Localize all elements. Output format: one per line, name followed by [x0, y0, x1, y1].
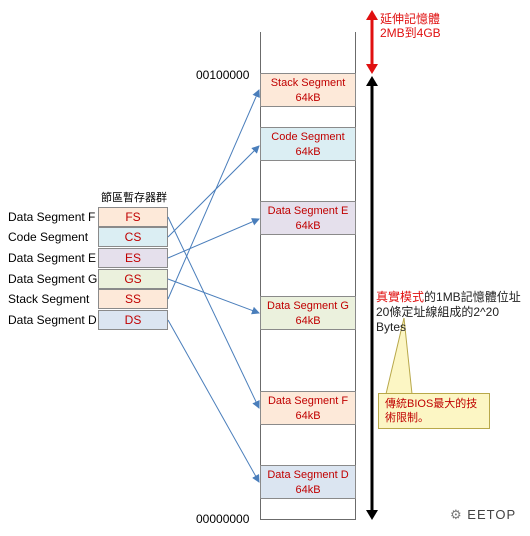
watermark: ⚙ EETOP	[450, 507, 516, 523]
arrow-es-to-data-e	[167, 218, 260, 259]
register-label-es: Data Segment E	[8, 251, 97, 265]
callout-line1: 傳統BIOS最大的技	[385, 398, 478, 410]
register-ss: SS	[98, 289, 168, 309]
memory-segment-data-d: Data Segment D 64kB	[260, 465, 356, 499]
register-label-ds: Data Segment D	[8, 313, 97, 327]
extended-memory-line2: 2MB到4GB	[380, 26, 441, 40]
register-label-fs: Data Segment F	[8, 210, 96, 224]
segment-name: Code Segment	[271, 131, 345, 143]
arrow-ds-to-data-d	[167, 319, 260, 483]
real-mode-range-arrow	[366, 76, 378, 520]
extended-memory-arrow	[366, 10, 378, 74]
segment-name: Data Segment F	[267, 395, 349, 407]
segment-name: Data Segment D	[267, 469, 349, 481]
bios-limitation-callout: 傳統BIOS最大的技 術限制。	[378, 393, 490, 429]
segment-name: Data Segment E	[267, 205, 349, 217]
segment-size: 64kB	[295, 146, 321, 158]
callout-line2: 術限制。	[385, 412, 429, 424]
arrow-cs-to-code	[167, 145, 260, 238]
extended-memory-line1: 延伸記憶體	[380, 12, 441, 26]
register-ds: DS	[98, 310, 168, 330]
watermark-text: EETOP	[467, 507, 517, 522]
real-mode-line1-rest: 的1MB記憶體位址	[424, 290, 521, 304]
register-group-title: 節區暫存器群	[101, 192, 167, 204]
register-es: ES	[98, 248, 168, 268]
segment-size: 64kB	[295, 484, 321, 496]
register-label-cs: Code Segment	[8, 230, 89, 244]
real-mode-line2: 20條定址線組成的2^20 Bytes	[376, 305, 500, 334]
segment-size: 64kB	[295, 410, 321, 422]
register-fs: FS	[98, 207, 168, 227]
address-bottom-label: 00000000	[196, 512, 250, 526]
address-top-label: 00100000	[196, 68, 250, 82]
register-cs: CS	[98, 227, 168, 247]
memory-map-column	[260, 32, 356, 520]
segment-size: 64kB	[295, 220, 321, 232]
arrow-ss-to-stack	[167, 89, 260, 300]
memory-segment-stack: Stack Segment 64kB	[260, 73, 356, 107]
watermark-icon: ⚙	[450, 507, 463, 522]
memory-segment-code: Code Segment 64kB	[260, 127, 356, 161]
segment-size: 64kB	[295, 315, 321, 327]
register-label-gs: Data Segment G	[8, 272, 98, 286]
memory-segment-data-f: Data Segment F 64kB	[260, 391, 356, 425]
memory-segment-data-e: Data Segment E 64kB	[260, 201, 356, 235]
real-mode-note: 真實模式的1MB記憶體位址 20條定址線組成的2^20 Bytes	[376, 290, 530, 335]
arrow-gs-to-data-g	[167, 278, 260, 315]
arrow-fs-to-data-f	[167, 216, 260, 409]
segment-name: Data Segment G	[267, 300, 349, 312]
segment-name: Stack Segment	[270, 77, 346, 89]
memory-segment-data-g: Data Segment G 64kB	[260, 296, 356, 330]
segment-size: 64kB	[295, 92, 321, 104]
register-gs: GS	[98, 269, 168, 289]
real-mode-highlight: 真實模式	[376, 290, 425, 304]
register-label-ss: Stack Segment	[8, 292, 90, 306]
extended-memory-note: 延伸記憶體 2MB到4GB	[380, 12, 441, 40]
